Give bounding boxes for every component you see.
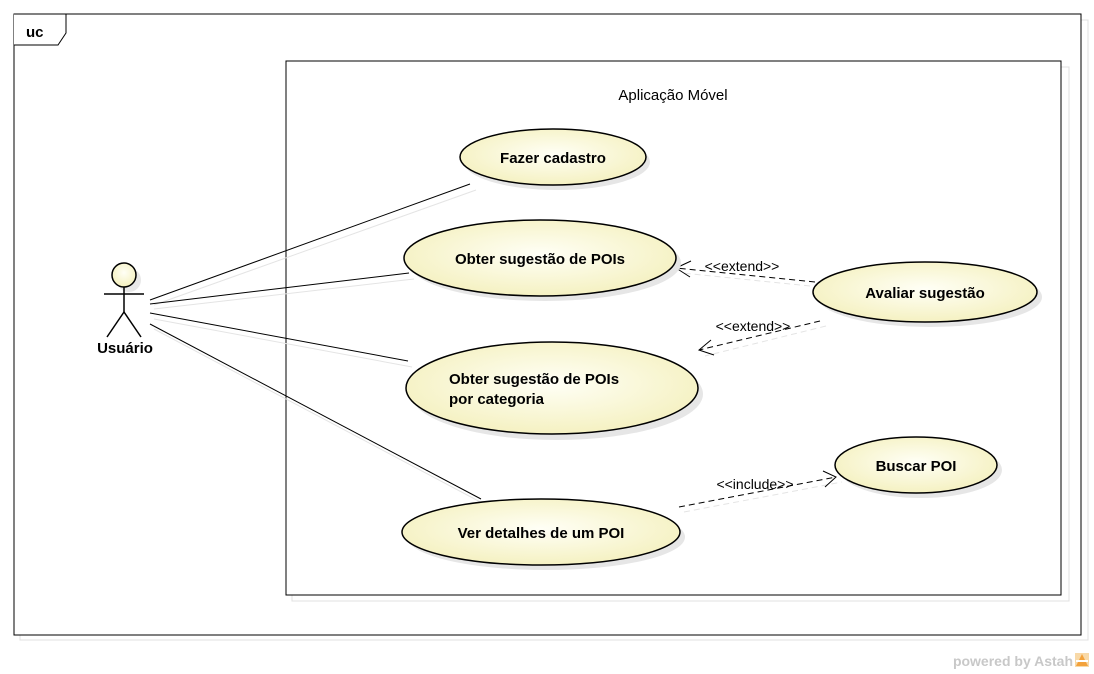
include-label: <<include>>: [716, 476, 793, 492]
extend-label-2: <<extend>>: [716, 318, 791, 334]
actor-usuario[interactable]: Usuário: [97, 262, 153, 357]
use-case-label: Ver detalhes de um POI: [458, 525, 625, 542]
watermark-text: powered by Astah: [953, 653, 1073, 669]
use-case-avaliar-sugestao[interactable]: Avaliar sugestão: [812, 261, 1042, 327]
actor-body: [104, 287, 144, 338]
use-case-label: Avaliar sugestão: [865, 285, 985, 302]
use-case-buscar-poi[interactable]: Buscar POI: [834, 436, 1002, 498]
actor-name: Usuário: [97, 340, 153, 357]
use-case-obter-sugestao-categoria[interactable]: Obter sugestão de POIs por categoria: [405, 341, 703, 440]
astah-logo-icon: [1075, 653, 1089, 667]
use-case-label: Fazer cadastro: [500, 150, 606, 167]
system-boundary: Aplicação Móvel: [285, 60, 1070, 602]
use-case-obter-sugestao[interactable]: Obter sugestão de POIs: [403, 219, 681, 301]
system-name: Aplicação Móvel: [618, 87, 727, 104]
frame-tag: uc: [26, 24, 44, 41]
actor-head: [111, 262, 137, 288]
associations: [149, 183, 487, 506]
dependencies: [674, 260, 843, 513]
use-case-label: Obter sugestão de POIs: [455, 251, 625, 268]
use-case-ver-detalhes[interactable]: Ver detalhes de um POI: [401, 498, 685, 570]
use-case-label-line-2: por categoria: [449, 391, 545, 408]
use-case-fazer-cadastro[interactable]: Fazer cadastro: [459, 128, 650, 190]
use-case-label: Buscar POI: [876, 458, 957, 475]
astah-watermark: powered by Astah: [953, 653, 1089, 669]
extend-label-1: <<extend>>: [705, 258, 780, 274]
use-case-label-line-1: Obter sugestão de POIs: [449, 371, 619, 388]
